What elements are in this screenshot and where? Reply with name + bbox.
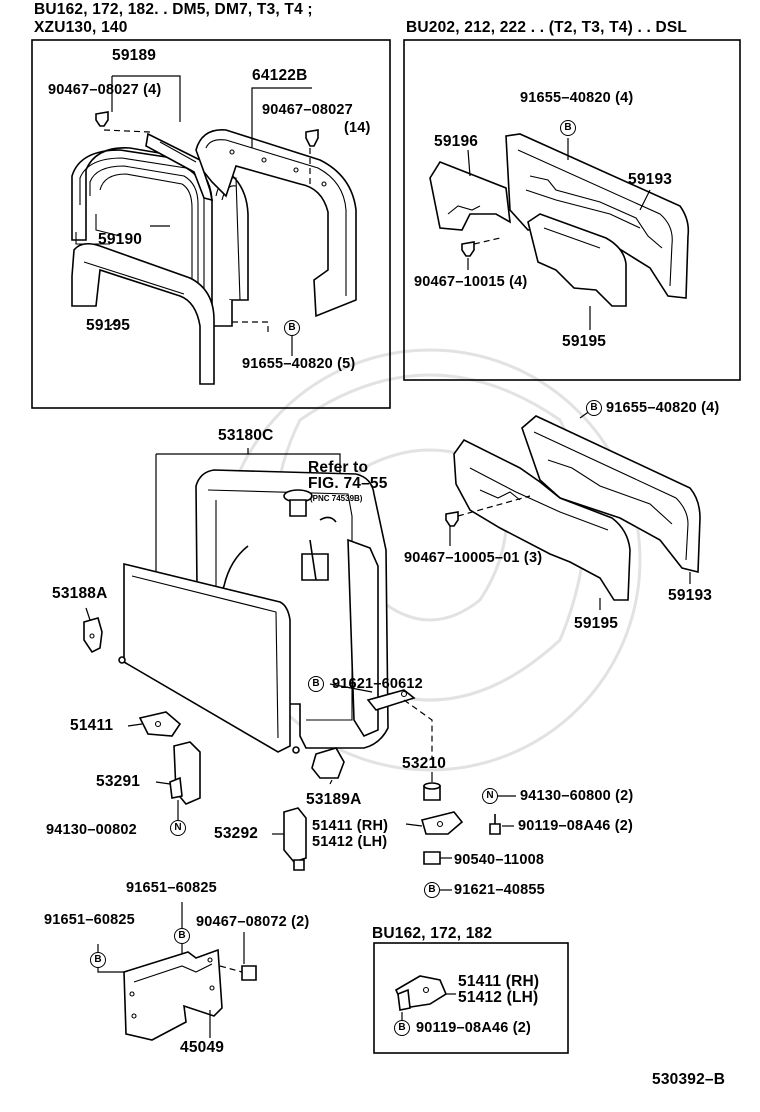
bolt-symbol-icon: B [90, 952, 106, 968]
cover-64122B-drawing [195, 129, 357, 318]
bolt-symbol-icon: B [308, 676, 324, 692]
part-94130-00802-label: 94130–00802 [46, 822, 137, 838]
inset-90119-08A46-2-label: 90119–08A46 (2) [416, 1020, 532, 1036]
part-53210-label: 53210 [402, 755, 447, 772]
bolt-symbol-icon: B [174, 928, 190, 944]
inset-51412-lh-label: 51412 (LH) [458, 989, 539, 1006]
bracket-51411-rh-drawing [421, 811, 464, 835]
screw-90467-10015 [461, 241, 475, 257]
part-90467-08027-qty-label: (14) [344, 120, 371, 136]
part-53291-label: 53291 [96, 773, 141, 790]
left-panel-title: BU162, 172, 182. . DM5, DM7, T3, T4 ; [34, 1, 313, 18]
bracket-45049-drawing [123, 948, 223, 1041]
part-91621-60612-label: 91621–60612 [332, 676, 423, 692]
inset-51411-rh-label: 51411 (RH) [458, 973, 540, 990]
part-51411-left-label: 51411 [70, 717, 114, 734]
left-panel-subtitle: XZU130, 140 [34, 19, 128, 36]
part-91655-40820-4-lower-label: 91655–40820 (4) [606, 400, 720, 416]
part-90467-08072-2-label: 90467–08072 (2) [196, 914, 310, 930]
nut-90540-11008-drawing [423, 851, 441, 865]
inset-title: BU162, 172, 182 [372, 925, 493, 942]
refer-to-label: Refer to [308, 459, 369, 476]
bolt-symbol-icon: B [284, 320, 300, 336]
screw-90467-10005-01 [445, 511, 459, 527]
part-91621-40855-label: 91621–40855 [454, 882, 545, 898]
support-53292-drawing [283, 807, 307, 871]
part-91655-40820-4-top-label: 91655–40820 (4) [520, 90, 634, 106]
inset-bracket-drawing [394, 975, 448, 1011]
bolt-symbol-icon: B [424, 882, 440, 898]
left-panel-frame [31, 39, 391, 409]
figure-number: 530392–B [652, 1071, 726, 1088]
part-94130-60800-2-label: 94130–60800 (2) [520, 788, 634, 804]
part-59190-label: 59190 [98, 231, 143, 248]
part-90467-10015-4-label: 90467–10015 (4) [414, 274, 528, 290]
refer-pnc-label: (PNC 74539B) [310, 494, 363, 503]
part-91651-60825-lower-label: 91651–60825 [44, 912, 135, 928]
bracket-53188A-drawing [83, 617, 103, 654]
cover-59193-lower-drawing [521, 415, 701, 574]
lower-shroud-59195-drawing [71, 242, 215, 385]
bolt-90119-08A46-drawing [489, 814, 501, 835]
part-45049-label: 45049 [180, 1039, 225, 1056]
nut-symbol-icon: N [170, 820, 186, 836]
lower-shroud-59195-top-drawing [527, 213, 627, 307]
part-59193-lower-label: 59193 [668, 587, 713, 604]
part-59195-left-label: 59195 [86, 317, 131, 334]
part-59195-lower-label: 59195 [574, 615, 619, 632]
part-90467-08027-4-label: 90467–08027 (4) [48, 82, 162, 98]
part-90540-11008-label: 90540–11008 [454, 852, 545, 868]
part-90467-10005-01-3-label: 90467–10005–01 (3) [404, 550, 543, 566]
part-90467-08027-label: 90467–08027 [262, 102, 353, 118]
part-53189A-label: 53189A [306, 791, 362, 808]
screw-90467-08027-left [95, 111, 109, 127]
part-53188A-label: 53188A [52, 585, 108, 602]
part-91651-60825-upper-label: 91651–60825 [126, 880, 217, 896]
bolt-symbol-icon: B [586, 400, 602, 416]
nut-90467-08072-drawing [241, 965, 257, 981]
part-59189-label: 59189 [112, 47, 157, 64]
part-59193-top-label: 59193 [628, 171, 673, 188]
bracket-59196-drawing [429, 161, 511, 231]
part-51412-lh-label: 51412 (LH) [312, 834, 388, 850]
right-panel-frame [403, 39, 741, 381]
bracket-51411-left-drawing [138, 711, 182, 737]
part-53180C-label: 53180C [218, 427, 274, 444]
cushion-53210-drawing [423, 782, 441, 801]
condenser-panel-drawing [118, 562, 300, 754]
part-51411-rh-label: 51411 (RH) [312, 818, 389, 834]
bracket-53189A-drawing [311, 747, 345, 779]
part-53292-label: 53292 [214, 825, 259, 842]
part-59195-top-right-label: 59195 [562, 333, 607, 350]
screw-90467-08027-right [305, 129, 319, 147]
inset-panel-frame [373, 942, 569, 1054]
support-53291-drawing [169, 741, 201, 805]
bolt-symbol-icon: B [394, 1020, 410, 1036]
part-64122B-label: 64122B [252, 67, 308, 84]
part-59196-label: 59196 [434, 133, 479, 150]
bolt-symbol-icon: B [560, 120, 576, 136]
right-panel-title: BU202, 212, 222 . . (T2, T3, T4) . . DSL [406, 19, 688, 36]
part-91655-40820-5-label: 91655–40820 (5) [242, 356, 356, 372]
nut-symbol-icon: N [482, 788, 498, 804]
part-90119-08A46-2-label: 90119–08A46 (2) [518, 818, 634, 834]
refer-fig-label: FIG. 74–55 [308, 475, 388, 492]
lower-shroud-59195-lower-drawing [453, 438, 631, 601]
bracket-91621-60612-drawing [366, 689, 416, 711]
